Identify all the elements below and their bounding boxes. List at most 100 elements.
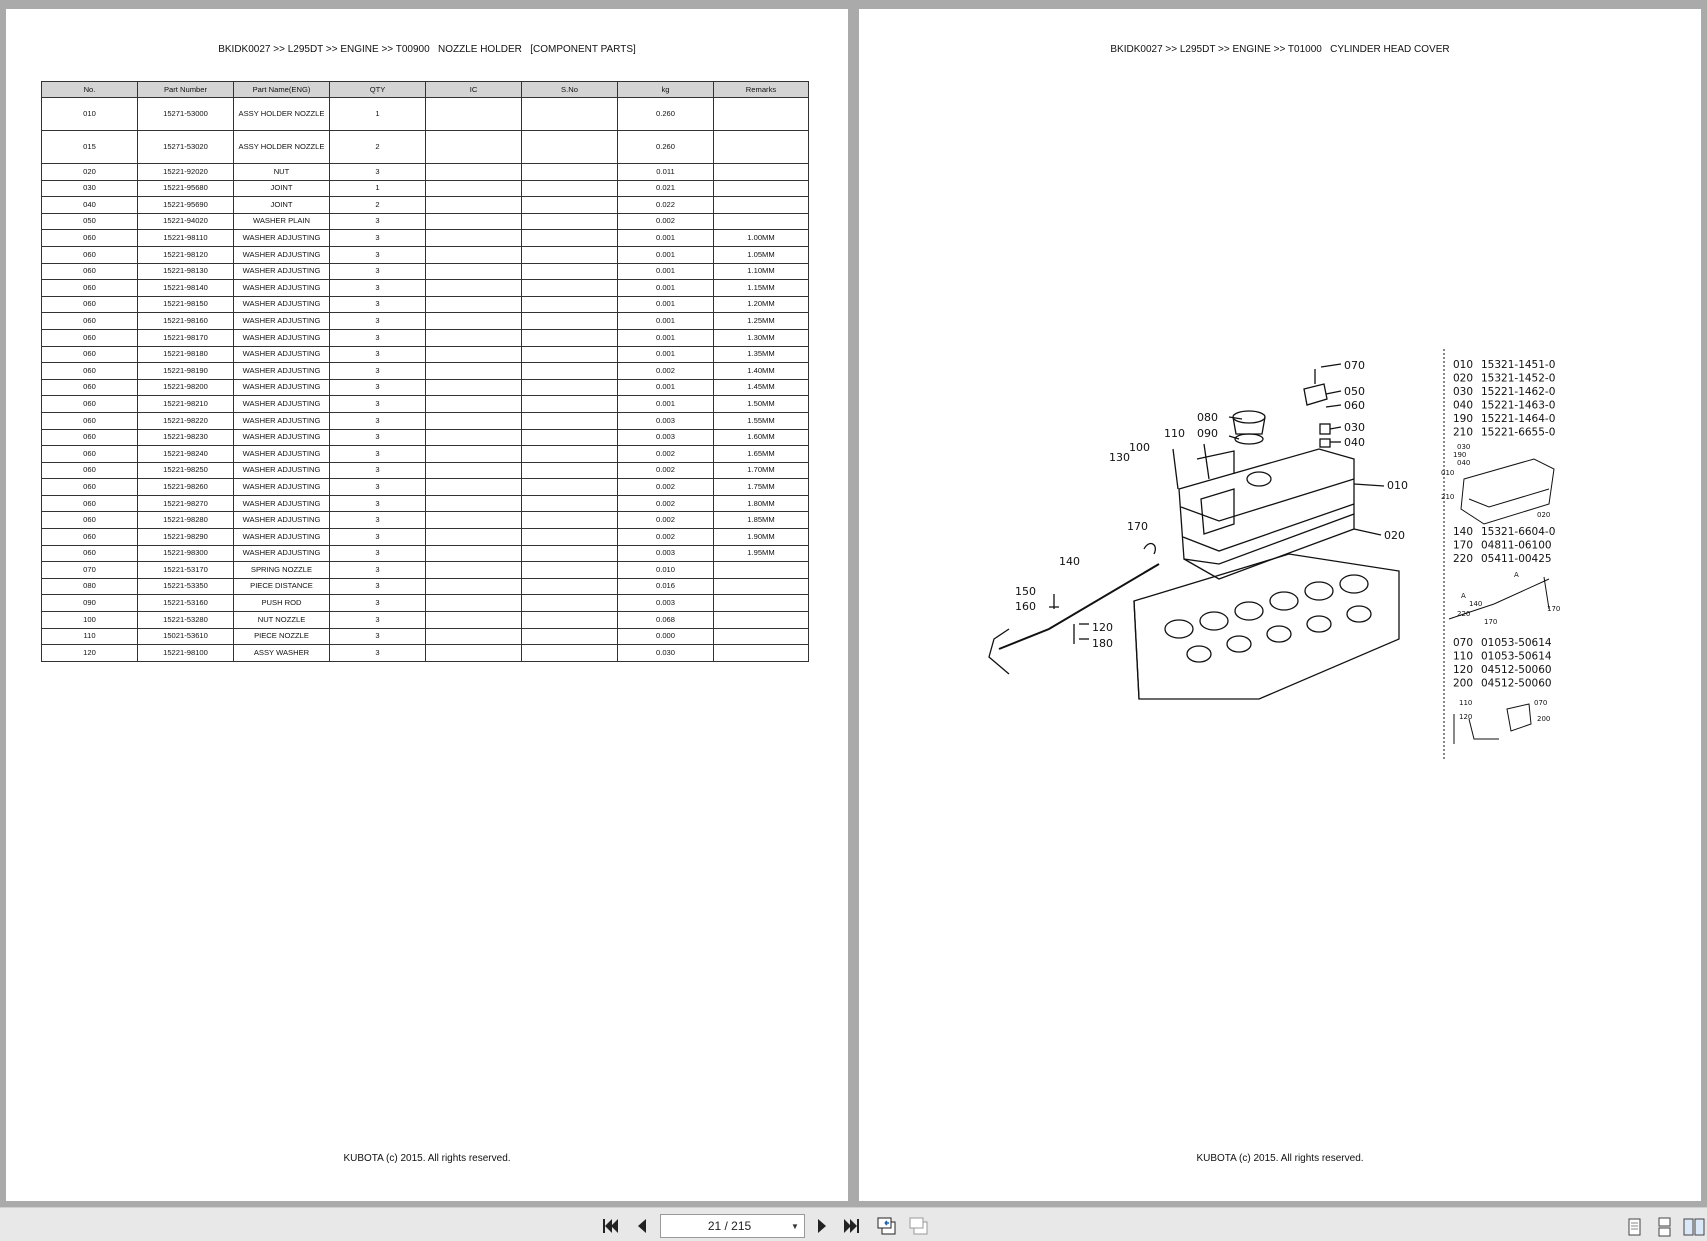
table-cell: 3 bbox=[329, 445, 426, 463]
table-cell: WASHER ADJUSTING bbox=[233, 511, 330, 530]
table-cell: 060 bbox=[41, 445, 138, 463]
table-cell: 120 bbox=[41, 644, 138, 662]
table-cell: 060 bbox=[41, 511, 138, 530]
table-cell: 1.80MM bbox=[713, 494, 809, 513]
table-cell bbox=[521, 561, 618, 579]
table-cell: 0.001 bbox=[617, 295, 714, 314]
last-page-icon bbox=[844, 1219, 859, 1233]
pdf-viewer-toolbar: 21 / 215 ▼ bbox=[0, 1207, 1707, 1241]
ref-item-part-number: 01053-50614 bbox=[1481, 637, 1552, 649]
table-cell bbox=[425, 97, 522, 131]
table-cell bbox=[713, 561, 809, 579]
table-cell bbox=[521, 179, 618, 198]
table-cell: 15271-53020 bbox=[137, 130, 234, 164]
table-cell: 1.20MM bbox=[713, 295, 809, 314]
table-cell bbox=[425, 577, 522, 596]
table-cell bbox=[425, 627, 522, 646]
table-cell bbox=[425, 561, 522, 579]
table-cell: 2 bbox=[329, 196, 426, 214]
table-cell: 0.003 bbox=[617, 428, 714, 447]
table-cell: WASHER ADJUSTING bbox=[233, 378, 330, 397]
first-page-button[interactable] bbox=[600, 1216, 620, 1236]
table-cell bbox=[425, 328, 522, 347]
svg-text:170: 170 bbox=[1127, 520, 1148, 533]
table-cell: 060 bbox=[41, 378, 138, 397]
table-cell bbox=[521, 627, 618, 646]
ref-item-number: 170 bbox=[1453, 540, 1473, 552]
table-cell bbox=[521, 544, 618, 563]
table-cell bbox=[521, 428, 618, 447]
table-cell: 0.002 bbox=[617, 511, 714, 530]
page-number-select[interactable]: 21 / 215 ▼ bbox=[660, 1214, 805, 1238]
svg-text:040: 040 bbox=[1344, 436, 1365, 449]
table-cell bbox=[425, 130, 522, 164]
table-cell: 015 bbox=[41, 130, 138, 164]
table-cell: 0.001 bbox=[617, 262, 714, 281]
facing-pages-view-button[interactable] bbox=[1683, 1217, 1705, 1237]
table-cell bbox=[713, 130, 809, 164]
svg-text:120: 120 bbox=[1092, 621, 1113, 634]
table-cell: 3 bbox=[329, 245, 426, 264]
ref-item-part-number: 15221-1462-0 bbox=[1481, 386, 1555, 398]
svg-text:170: 170 bbox=[1547, 605, 1560, 613]
table-cell bbox=[713, 97, 809, 131]
svg-text:040: 040 bbox=[1457, 459, 1470, 467]
previous-page-button[interactable] bbox=[632, 1216, 652, 1236]
next-page-button[interactable] bbox=[812, 1216, 832, 1236]
table-cell: 1.90MM bbox=[713, 528, 809, 546]
single-page-view-button[interactable] bbox=[1624, 1217, 1644, 1237]
go-forward-view-button[interactable] bbox=[908, 1216, 930, 1236]
table-cell bbox=[425, 378, 522, 397]
table-cell bbox=[521, 395, 618, 413]
svg-text:150: 150 bbox=[1015, 585, 1036, 598]
table-cell: 060 bbox=[41, 328, 138, 347]
table-cell: 15221-98210 bbox=[137, 395, 234, 413]
table-cell: 1.35MM bbox=[713, 345, 809, 364]
continuous-view-icon bbox=[1658, 1217, 1671, 1237]
table-cell bbox=[713, 212, 809, 231]
table-cell: 1.50MM bbox=[713, 395, 809, 413]
table-cell: 0.000 bbox=[617, 627, 714, 646]
continuous-view-button[interactable] bbox=[1654, 1217, 1674, 1237]
page-indicator: 21 / 215 bbox=[707, 1219, 752, 1233]
table-cell: 1.05MM bbox=[713, 245, 809, 264]
table-cell: 060 bbox=[41, 312, 138, 330]
table-cell: 0.001 bbox=[617, 312, 714, 330]
table-cell: 0.003 bbox=[617, 411, 714, 430]
svg-text:010: 010 bbox=[1387, 479, 1408, 492]
table-cell: 15221-98290 bbox=[137, 528, 234, 546]
table-cell: 1.60MM bbox=[713, 428, 809, 447]
table-cell bbox=[425, 594, 522, 613]
go-back-view-button[interactable] bbox=[876, 1216, 898, 1236]
table-cell bbox=[521, 328, 618, 347]
svg-text:170: 170 bbox=[1484, 618, 1497, 626]
table-cell: 3 bbox=[329, 229, 426, 247]
table-cell bbox=[425, 163, 522, 181]
table-cell bbox=[425, 362, 522, 380]
table-cell: 15221-98130 bbox=[137, 262, 234, 281]
table-cell: 15221-98260 bbox=[137, 478, 234, 496]
table-cell: 070 bbox=[41, 561, 138, 579]
svg-text:180: 180 bbox=[1092, 637, 1113, 650]
last-page-button[interactable] bbox=[842, 1216, 862, 1236]
table-cell bbox=[521, 130, 618, 164]
table-cell: 060 bbox=[41, 494, 138, 513]
table-cell: 0.003 bbox=[617, 594, 714, 613]
svg-text:A: A bbox=[1461, 592, 1466, 600]
table-cell: 3 bbox=[329, 644, 426, 662]
table-cell: 15221-98160 bbox=[137, 312, 234, 330]
ref-item-number: 030 bbox=[1453, 386, 1473, 398]
table-cell: WASHER ADJUSTING bbox=[233, 295, 330, 314]
table-cell bbox=[425, 428, 522, 447]
svg-text:110: 110 bbox=[1164, 427, 1185, 440]
